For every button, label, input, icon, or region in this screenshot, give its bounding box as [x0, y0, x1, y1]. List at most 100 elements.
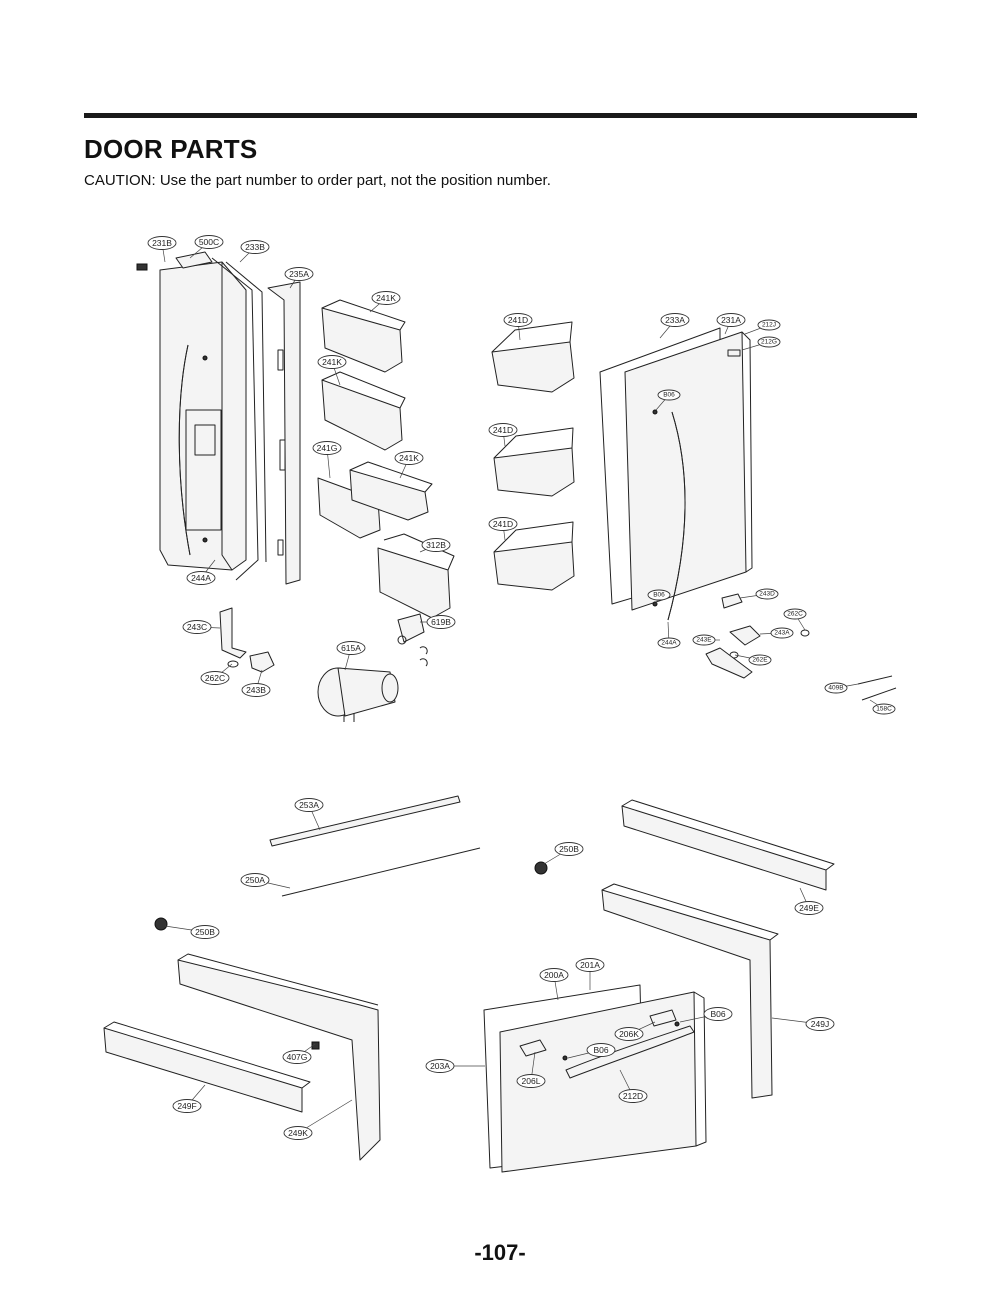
- callout-244a: 244A: [657, 621, 681, 649]
- callout-b06: B06: [679, 1007, 733, 1023]
- callout-label: 200A: [544, 970, 564, 980]
- callout-250b: 250B: [164, 925, 220, 939]
- callout-212j: 212J: [744, 319, 781, 335]
- drawer-assembly: [103, 795, 835, 1173]
- callout-244a: 244A: [186, 559, 216, 585]
- callout-206l: 206L: [516, 1051, 546, 1088]
- callout-label: 244A: [661, 640, 677, 647]
- callout-label: 212G: [761, 339, 777, 346]
- callout-label: B06: [663, 392, 675, 399]
- callout-label: 212J: [762, 322, 776, 329]
- callout-158c: 158C: [869, 699, 896, 715]
- callout-243c: 243C: [182, 620, 221, 634]
- callout-262e: 262E: [734, 654, 772, 666]
- page-title: DOOR PARTS: [84, 134, 258, 164]
- callout-label: 241D: [493, 425, 513, 435]
- callout-262c: 262C: [200, 663, 233, 685]
- caution-note: CAUTION: Use the part number to order pa…: [84, 172, 551, 189]
- callout-label: 243E: [696, 637, 712, 644]
- callout-249e: 249E: [794, 887, 824, 915]
- tubes-409B-158C: [857, 675, 897, 701]
- callout-label: 241K: [399, 453, 419, 463]
- callout-label: 312B: [426, 540, 446, 550]
- page-number: -107-: [474, 1240, 526, 1265]
- callout-label: 244A: [191, 573, 211, 583]
- callout-label: 243B: [246, 685, 266, 695]
- callout-label: 241G: [317, 443, 338, 453]
- callout-label: 203A: [430, 1061, 450, 1071]
- callout-243b: 243B: [241, 669, 271, 697]
- callout-206k: 206K: [614, 1021, 656, 1041]
- callout-b06: B06: [567, 1043, 616, 1059]
- callout-label: 241K: [376, 293, 396, 303]
- callout-201a: 201A: [575, 958, 605, 990]
- callout-label: 231A: [721, 315, 741, 325]
- callout-label: 158C: [876, 706, 892, 713]
- callout-label: 241D: [493, 519, 513, 529]
- right-door-assembly: [599, 327, 810, 679]
- callout-241k: 241K: [317, 355, 347, 386]
- callout-241k: 241K: [369, 291, 401, 313]
- callout-label: 250B: [195, 927, 215, 937]
- callout-249f: 249F: [172, 1084, 206, 1113]
- callout-label: 206K: [619, 1029, 639, 1039]
- callout-231a: 231A: [716, 313, 746, 335]
- callout-243e: 243E: [692, 634, 720, 646]
- callout-label: 206L: [522, 1076, 541, 1086]
- callout-label: 262E: [752, 657, 768, 664]
- callout-label: 212D: [623, 1091, 643, 1101]
- center-bins: [491, 321, 575, 591]
- callout-label: 233B: [245, 242, 265, 252]
- header-rule: [84, 113, 917, 118]
- callout-233b: 233B: [239, 240, 270, 263]
- left-hinge-parts: [219, 607, 428, 722]
- callout-label: 241D: [508, 315, 528, 325]
- callout-243d: 243D: [739, 588, 779, 600]
- callout-233a: 233A: [659, 313, 690, 339]
- callout-312b: 312B: [419, 538, 451, 553]
- callout-249j: 249J: [771, 1017, 835, 1031]
- callout-212d: 212D: [618, 1069, 648, 1103]
- callout-241d: 241D: [503, 313, 533, 341]
- callout-label: 619B: [431, 617, 451, 627]
- callout-500c: 500C: [189, 235, 224, 259]
- callout-262c: 262C: [783, 608, 807, 631]
- callout-label: 241K: [322, 357, 342, 367]
- callout-241g: 241G: [312, 441, 342, 479]
- callout-label: B06: [593, 1045, 608, 1055]
- callout-label: 500C: [199, 237, 219, 247]
- callout-241d: 241D: [488, 517, 518, 541]
- callout-label: 250B: [559, 844, 579, 854]
- callout-241k: 241K: [394, 451, 424, 479]
- callout-212g: 212G: [741, 336, 781, 351]
- left-door-assembly: [136, 251, 301, 585]
- callout-label: 243A: [774, 630, 790, 637]
- callout-253a: 253A: [294, 798, 324, 831]
- callout-235a: 235A: [284, 267, 314, 289]
- callout-label: 249E: [799, 903, 819, 913]
- callout-250a: 250A: [240, 873, 291, 889]
- callout-b06: B06: [655, 389, 681, 411]
- callout-b06: B06: [647, 589, 671, 605]
- callout-249k: 249K: [283, 1099, 353, 1140]
- callout-label: 262C: [787, 611, 803, 618]
- callout-241d: 241D: [488, 423, 518, 447]
- callout-243a: 243A: [759, 627, 794, 639]
- callout-label: 250A: [245, 875, 265, 885]
- callout-203a: 203A: [425, 1059, 485, 1073]
- callout-label: 407G: [287, 1052, 308, 1062]
- callout-200a: 200A: [539, 968, 569, 1001]
- callout-231b: 231B: [147, 236, 177, 263]
- left-door-bins: [317, 299, 455, 619]
- callout-label: 233A: [665, 315, 685, 325]
- callout-619b: 619B: [420, 615, 456, 629]
- callout-label: 249J: [811, 1019, 829, 1029]
- callout-409b: 409B: [824, 682, 859, 694]
- callout-label: 249F: [177, 1101, 196, 1111]
- callout-label: B06: [710, 1009, 725, 1019]
- callout-label: 249K: [288, 1128, 308, 1138]
- callout-label: B06: [653, 592, 665, 599]
- callout-label: 615A: [341, 643, 361, 653]
- callout-250b: 250B: [543, 842, 584, 865]
